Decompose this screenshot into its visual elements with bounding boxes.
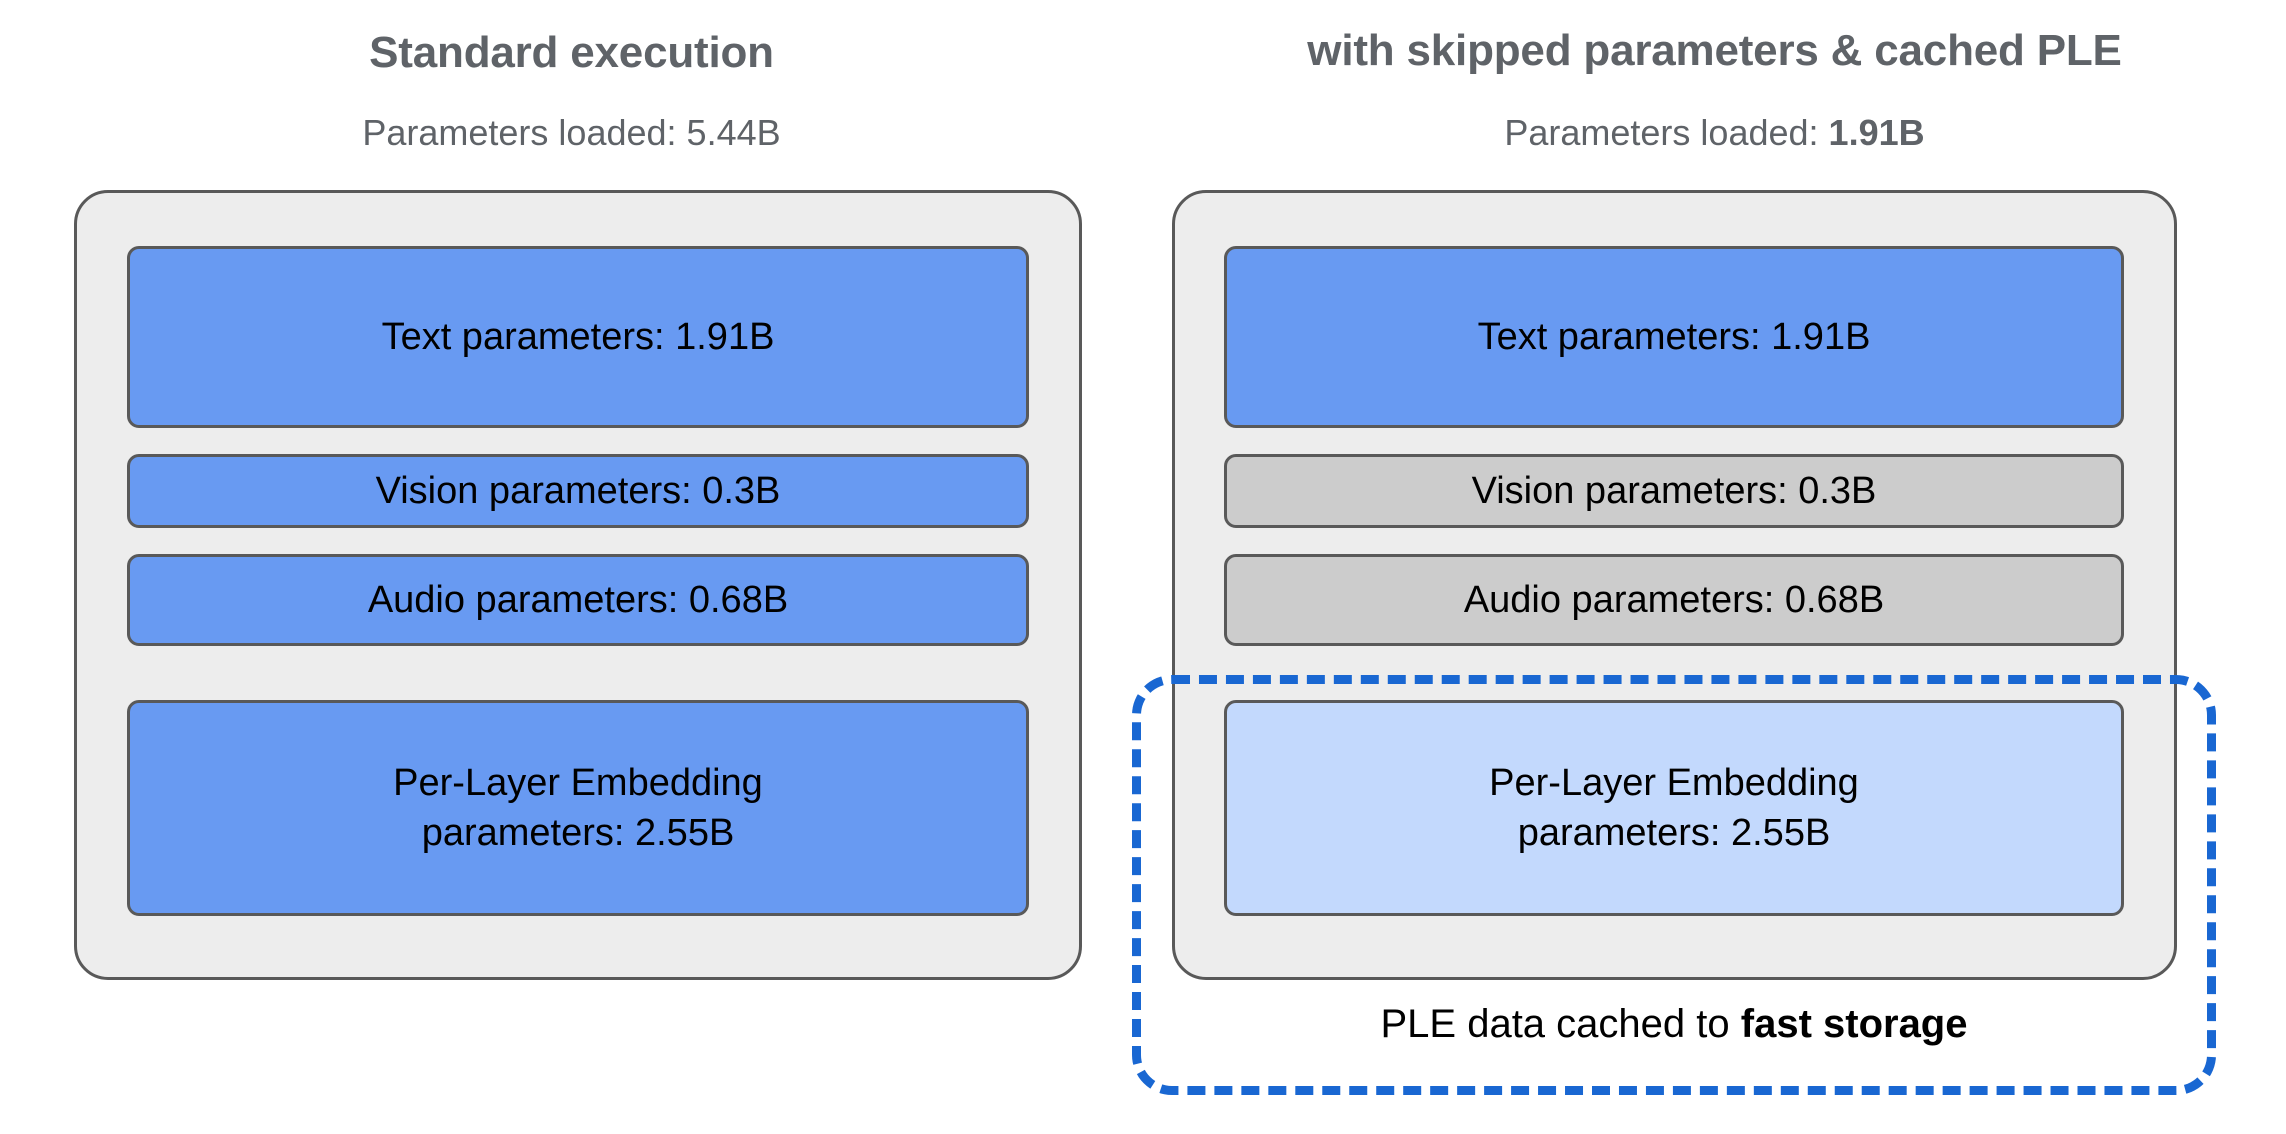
cache-caption: PLE data cached to fast storage	[1132, 1002, 2216, 1047]
param-block-audio-standard: Audio parameters: 0.68B	[127, 554, 1029, 646]
panel-subtitle-optimized: Parameters loaded: 1.91B	[1143, 112, 2286, 154]
param-block-vision-standard: Vision parameters: 0.3B	[127, 454, 1029, 528]
param-block-ple-standard: Per-Layer Embedding parameters: 2.55B	[127, 700, 1029, 916]
param-block-ple-optimized: Per-Layer Embedding parameters: 2.55B	[1224, 700, 2124, 916]
parameters-loaded-label: Parameters loaded:	[362, 112, 687, 153]
cache-caption-emphasis: fast storage	[1740, 1002, 1968, 1046]
param-block-audio-optimized: Audio parameters: 0.68B	[1224, 554, 2124, 646]
panel-title-optimized: with skipped parameters & cached PLE	[1307, 26, 2122, 75]
param-block-text-optimized: Text parameters: 1.91B	[1224, 246, 2124, 428]
parameters-loaded-value: 5.44B	[686, 112, 781, 153]
param-block-text-standard: Text parameters: 1.91B	[127, 246, 1029, 428]
cache-caption-prefix: PLE data cached to	[1380, 1002, 1741, 1046]
panel-title-standard: Standard execution	[369, 28, 774, 77]
parameters-loaded-label-optimized: Parameters loaded:	[1504, 112, 1829, 153]
panel-optimized-execution: with skipped parameters & cached PLE Par…	[1143, 0, 2286, 1134]
parameters-loaded-value-optimized: 1.91B	[1828, 112, 1925, 153]
panel-subtitle-standard: Parameters loaded: 5.44B	[0, 112, 1143, 154]
param-block-vision-optimized: Vision parameters: 0.3B	[1224, 454, 2124, 528]
panel-standard-execution: Standard execution Parameters loaded: 5.…	[0, 28, 1143, 980]
